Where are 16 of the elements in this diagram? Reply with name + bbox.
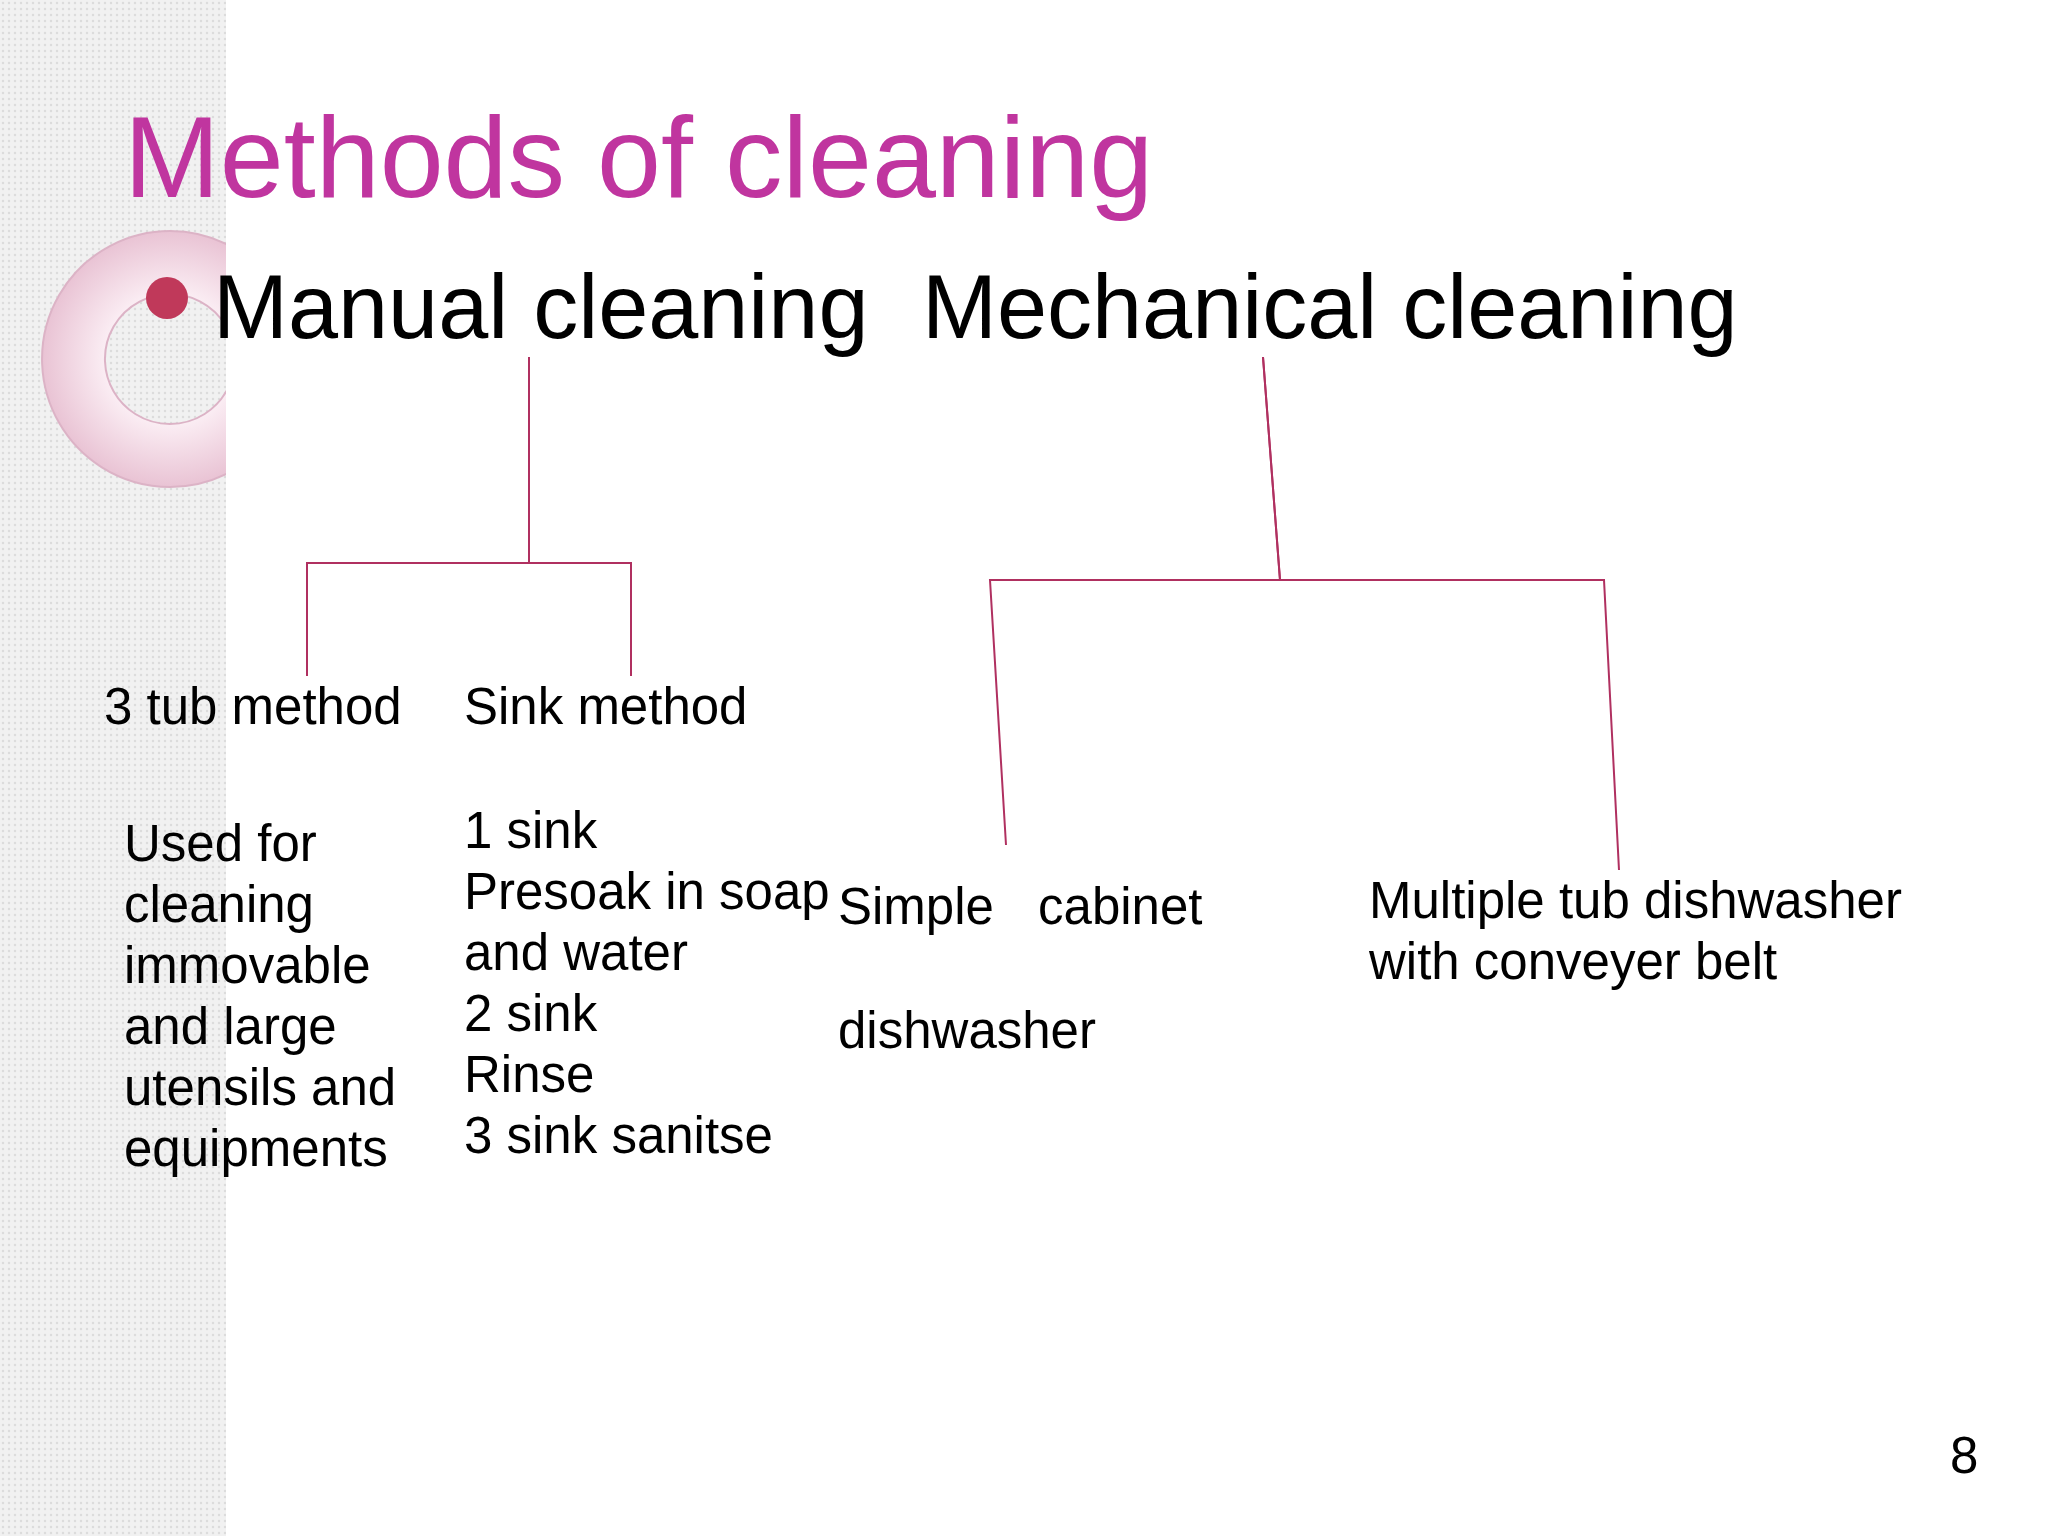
step-text: 3 sink sanitse bbox=[464, 1106, 774, 1166]
step-text: Presoak in soap and water bbox=[464, 862, 831, 983]
method-label: Sink method bbox=[464, 676, 748, 737]
connector-line bbox=[1262, 356, 1620, 871]
step-text: 1 sink bbox=[464, 801, 599, 861]
title: Methods of cleaning bbox=[124, 92, 1154, 223]
step-text: 2 sink bbox=[464, 984, 599, 1044]
category-label: Mechanical cleaning bbox=[922, 258, 1738, 357]
method-label: 3 tub method bbox=[104, 676, 402, 737]
connector-line bbox=[528, 356, 632, 677]
method-label: Simple cabinet dishwasher bbox=[838, 845, 1238, 1093]
note-text: Used for cleaning immovable and large utensils and equipments bbox=[124, 814, 398, 1179]
page-number: 8 bbox=[1950, 1426, 1980, 1486]
category-label: Manual cleaning bbox=[213, 258, 869, 357]
step-text: Rinse bbox=[464, 1045, 596, 1105]
method-label: Multiple tub dishwasher with conveyer belt bbox=[1369, 870, 1929, 992]
